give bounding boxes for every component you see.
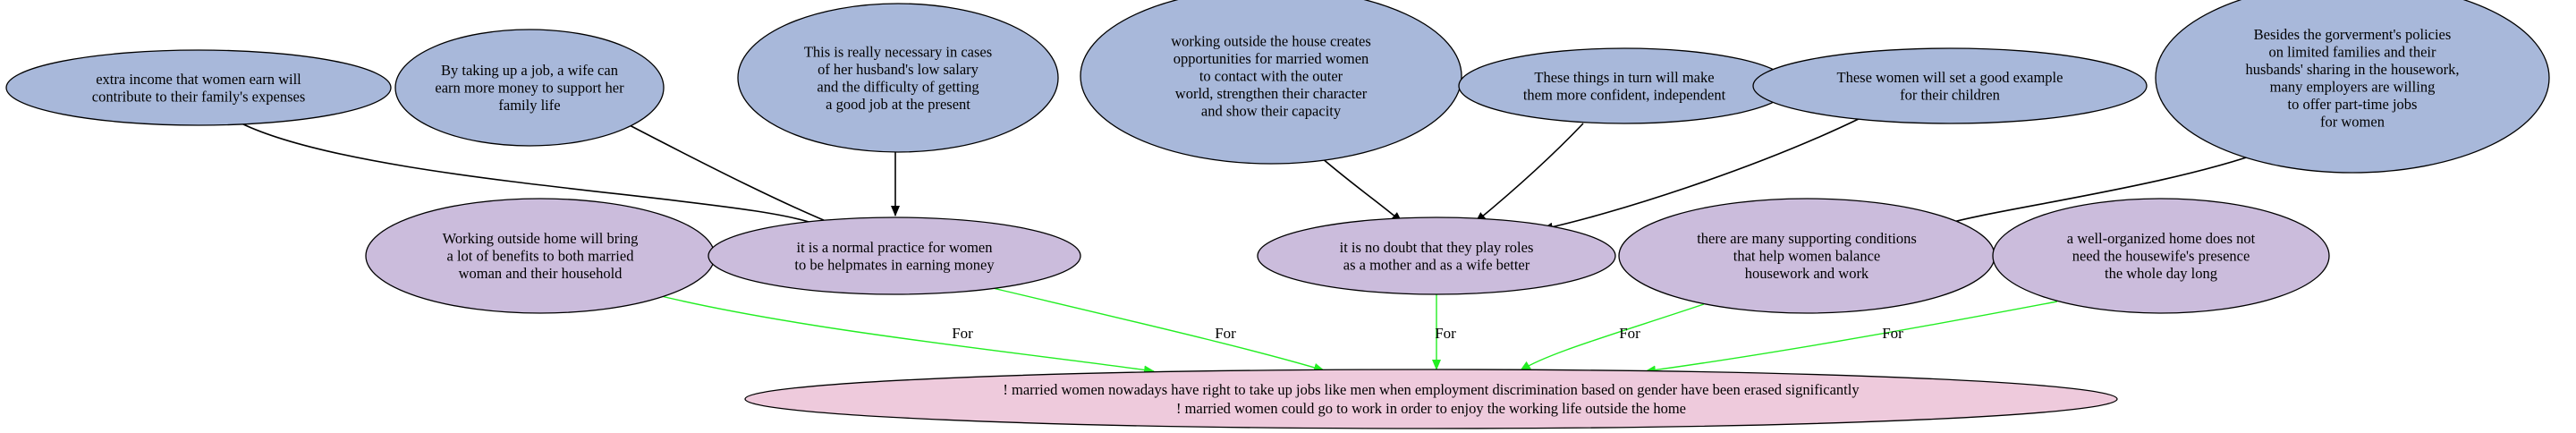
node-text-line: it is a normal practice for women xyxy=(796,239,992,256)
node-shape-p4 xyxy=(1080,0,1462,165)
node-text-line: and the difficulty of getting xyxy=(817,78,979,95)
edges-layer xyxy=(241,117,2268,375)
node-text-line: a well-organized home does not xyxy=(2067,230,2256,247)
edge-label-c4-main: For xyxy=(1619,325,1640,342)
node-text-line: By taking up a job, a wife can xyxy=(441,62,618,79)
node-text-line: Working outside home will bring xyxy=(443,230,639,247)
edge-p7-c4 xyxy=(1940,149,2268,227)
nodes-layer: extra income that women earn willcontrib… xyxy=(5,0,2550,429)
node-text-line: as a mother and as a wife better xyxy=(1343,256,1530,273)
node-text-line: opportunities for married women xyxy=(1174,50,1369,67)
node-text-line: to be helpmates in earning money xyxy=(794,256,995,273)
node-text-line: This is really necessary in cases xyxy=(804,43,992,60)
edge-c4-main xyxy=(1520,303,1705,371)
node-main: ! married women nowadays have right to t… xyxy=(744,369,2118,429)
node-text-line: family life xyxy=(498,97,560,114)
node-text-line: a lot of benefits to both married xyxy=(447,248,635,265)
node-text-line: them more confident, independent xyxy=(1523,86,1726,103)
node-text-line: a good job at the present xyxy=(826,96,970,113)
node-text-line: housework and work xyxy=(1745,265,1869,282)
node-text-line: working outside the house creates xyxy=(1171,33,1371,50)
node-shape-c2 xyxy=(708,216,1081,295)
node-shape-p1 xyxy=(5,49,392,126)
node-p4: working outside the house createsopportu… xyxy=(1080,0,1462,165)
node-text-line: earn more money to support her xyxy=(435,80,624,97)
node-text-line: woman and their household xyxy=(459,265,623,282)
edge-p2-c2 xyxy=(625,123,842,228)
node-text-line: it is no doubt that they play roles xyxy=(1340,239,1534,256)
node-text-line: extra income that women earn will xyxy=(96,71,301,88)
edge-label-c5-main: For xyxy=(1882,325,1903,342)
edge-label-c3-main: For xyxy=(1435,325,1456,342)
node-text-line: there are many supporting conditions xyxy=(1697,230,1917,247)
node-text-line: and show their capacity xyxy=(1201,103,1342,120)
edge-c2-main xyxy=(992,287,1325,372)
node-text-line: world, strengthen their character xyxy=(1175,85,1368,102)
edge-p4-c3 xyxy=(1314,151,1402,223)
edge-p1-c2 xyxy=(241,123,828,231)
edge-labels-layer: For For For For For xyxy=(952,325,1903,342)
node-text-line: contribute to their family's expenses xyxy=(92,88,306,105)
edge-p5-c3 xyxy=(1475,123,1584,223)
node-shape-main xyxy=(744,369,2118,429)
node-shape-c3 xyxy=(1257,216,1616,295)
node-text-line: many employers are willing xyxy=(2270,78,2436,95)
edge-label-c2-main: For xyxy=(1215,325,1236,342)
node-text-line: for women xyxy=(2320,113,2385,130)
node-text-line: ! married women could go to work in orde… xyxy=(1176,400,1686,417)
node-shape-p3 xyxy=(737,3,1059,153)
node-text-line: that help women balance xyxy=(1733,248,1880,265)
node-text-line: on limited families and their xyxy=(2269,43,2436,60)
node-p1: extra income that women earn willcontrib… xyxy=(5,49,392,126)
node-text-line: These women will set a good example xyxy=(1837,69,2063,86)
node-shape-p6 xyxy=(1752,47,2148,124)
node-text-line: to contact with the outer xyxy=(1199,68,1343,85)
node-shape-p2 xyxy=(394,29,665,147)
node-text-line: husbands' sharing in the housework, xyxy=(2246,61,2460,78)
node-shape-c5 xyxy=(1992,198,2330,314)
node-text-line: ! married women nowadays have right to t… xyxy=(1003,381,1860,398)
edge-label-c1-main: For xyxy=(952,325,973,342)
node-text-line: need the housewife's presence xyxy=(2072,248,2250,265)
node-shape-p7 xyxy=(2155,0,2550,174)
node-text-line: the whole day long xyxy=(2105,265,2217,282)
node-text-line: for their children xyxy=(1900,86,2000,103)
edge-c5-main xyxy=(1645,301,2058,375)
node-text-line: These things in turn will make xyxy=(1534,69,1714,86)
node-text-line: to offer part-time jobs xyxy=(2288,96,2418,113)
node-c4: there are many supporting conditionsthat… xyxy=(1618,198,1996,314)
edge-p6-c3 xyxy=(1542,117,1861,232)
node-text-line: Besides the gorverment's policies xyxy=(2254,26,2452,43)
edge-c1-main xyxy=(657,294,1155,375)
node-text-line: of her husband's low salary xyxy=(818,61,979,78)
